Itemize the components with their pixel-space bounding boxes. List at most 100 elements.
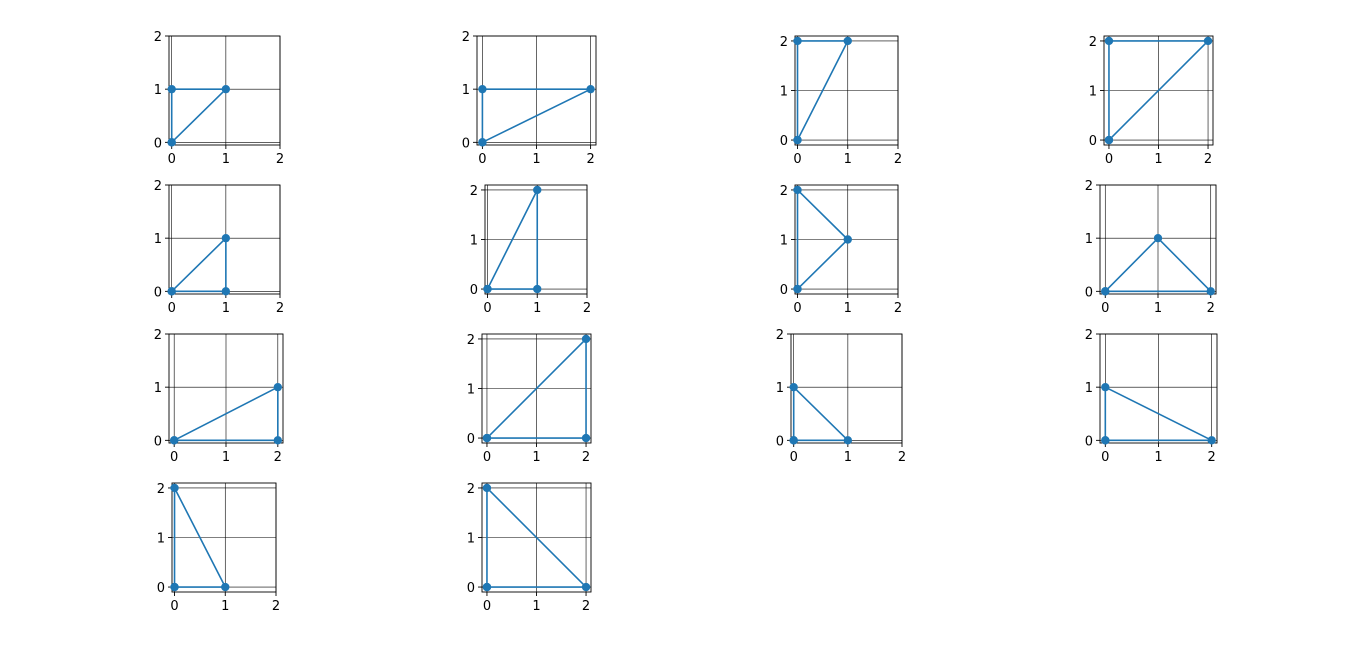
data-point	[221, 287, 231, 296]
x-tick-label: 0	[1101, 301, 1109, 316]
y-tick-label: 2	[157, 482, 165, 497]
data-point	[169, 436, 179, 445]
x-tick-label: 0	[483, 301, 491, 316]
y-tick-label: 0	[780, 283, 788, 298]
x-tick-label: 0	[1101, 450, 1109, 465]
data-point	[221, 84, 231, 94]
y-tick-label: 0	[470, 283, 478, 298]
y-tick-label: 1	[462, 83, 470, 98]
y-tick-label: 0	[467, 581, 475, 596]
series-line	[173, 487, 227, 588]
y-tick-label: 2	[462, 30, 470, 45]
x-tick-label: 2	[582, 599, 590, 614]
data-point	[478, 138, 487, 147]
data-point	[483, 284, 492, 294]
y-tick-label: 2	[154, 179, 162, 194]
data-point	[170, 483, 179, 493]
data-point	[793, 36, 802, 46]
data-point	[167, 287, 176, 296]
x-tick-label: 0	[790, 450, 798, 465]
x-tick-label: 0	[483, 599, 491, 614]
y-tick-label: 2	[776, 328, 784, 343]
y-tick-label: 1	[780, 234, 788, 249]
x-tick-label: 0	[483, 450, 491, 465]
x-tick-label: 0	[793, 152, 801, 167]
y-tick-label: 0	[154, 434, 162, 449]
series-line	[1108, 40, 1209, 141]
x-tick-label: 2	[583, 301, 591, 316]
data-point	[533, 185, 542, 195]
x-tick-label: 1	[844, 450, 852, 465]
x-tick-label: 0	[1105, 152, 1113, 167]
y-tick-label: 2	[470, 184, 478, 199]
x-tick-label: 0	[793, 301, 801, 316]
data-point	[482, 582, 492, 592]
data-point	[1101, 287, 1110, 296]
data-point	[1101, 382, 1110, 392]
data-point	[167, 84, 176, 94]
y-tick-label: 1	[1089, 85, 1097, 100]
y-tick-label: 0	[154, 285, 162, 300]
x-tick-label: 1	[533, 301, 541, 316]
data-point	[581, 334, 591, 344]
data-point	[793, 284, 802, 294]
x-tick-label: 2	[898, 450, 906, 465]
data-point	[478, 84, 487, 94]
series-line	[486, 487, 587, 588]
x-tick-label: 1	[222, 152, 230, 167]
x-tick-label: 2	[1204, 152, 1212, 167]
data-point	[482, 433, 492, 443]
x-tick-label: 1	[1154, 301, 1162, 316]
y-tick-label: 0	[154, 136, 162, 151]
x-tick-label: 0	[168, 152, 176, 167]
y-tick-label: 0	[1089, 134, 1097, 149]
series-line	[481, 88, 592, 144]
data-point	[789, 382, 798, 392]
y-tick-label: 0	[1085, 285, 1093, 300]
data-point	[1203, 36, 1213, 46]
y-tick-label: 0	[467, 432, 475, 447]
x-tick-label: 2	[894, 152, 902, 167]
data-point	[170, 582, 179, 592]
y-tick-label: 1	[157, 532, 165, 547]
y-tick-label: 1	[1085, 232, 1093, 247]
y-tick-label: 0	[157, 581, 165, 596]
x-tick-label: 2	[276, 301, 284, 316]
y-tick-label: 1	[1085, 381, 1093, 396]
y-tick-label: 1	[776, 381, 784, 396]
series-line	[792, 386, 849, 442]
x-tick-label: 2	[1207, 301, 1215, 316]
series-line	[1104, 237, 1212, 293]
data-point	[1206, 287, 1215, 296]
x-tick-label: 1	[1154, 152, 1162, 167]
y-tick-label: 0	[780, 134, 788, 149]
series-line	[796, 189, 849, 290]
subplot-13: 0 1 2 0 1 2	[157, 482, 280, 614]
y-tick-label: 2	[1089, 35, 1097, 50]
data-point	[1207, 436, 1216, 445]
x-tick-label: 2	[272, 599, 280, 614]
x-tick-label: 1	[1154, 450, 1162, 465]
x-tick-label: 1	[532, 152, 540, 167]
data-point	[843, 436, 853, 445]
x-tick-label: 0	[170, 599, 178, 614]
series-line	[796, 40, 849, 141]
data-point	[1101, 436, 1110, 445]
x-tick-label: 1	[221, 599, 229, 614]
x-tick-label: 1	[532, 599, 540, 614]
series-line	[173, 386, 279, 442]
y-tick-label: 1	[467, 532, 475, 547]
y-tick-label: 2	[154, 30, 162, 45]
subplot-4: 0 1 2 0 1 2	[1089, 35, 1214, 167]
y-tick-label: 1	[154, 232, 162, 247]
